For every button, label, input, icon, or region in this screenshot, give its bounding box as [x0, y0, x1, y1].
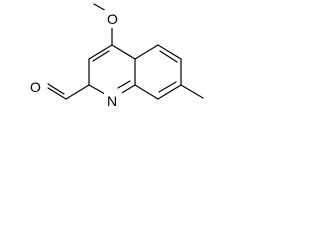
ring-nitrogen-label: N	[107, 93, 117, 109]
bond-aldehyde-carbon-oxygen	[47, 87, 67, 100]
bond-c7-methyl	[180, 84, 204, 99]
aldehyde-oxygen-label-background	[26, 78, 44, 96]
bond-aldehyde-carbon-oxygen-inner	[47, 83, 65, 95]
bond-n1-c8a-inner	[117, 80, 131, 89]
methoxy-oxygen-label: O	[107, 11, 118, 27]
bond-c2-aldehyde-carbon	[65, 84, 90, 100]
molecule-structure-diagram: O O N	[26, 3, 204, 110]
bond-c4-c3	[88, 44, 113, 60]
bond-c4-c3-inner	[92, 50, 110, 62]
ring-nitrogen-label-background	[104, 92, 122, 110]
methoxy-oxygen-label-background	[103, 10, 121, 28]
bond-c4a-c4	[111, 44, 136, 60]
bond-c5-c6-inner	[159, 50, 178, 63]
bond-c7-c8-inner	[158, 81, 177, 93]
aldehyde-oxygen-label: O	[30, 79, 41, 95]
bond-c7-c8	[157, 84, 182, 100]
bond-c2-n1	[88, 84, 106, 95]
bond-c4a-c5	[134, 44, 159, 60]
bond-c5-c6	[157, 44, 182, 60]
bond-n1-c8a	[119, 84, 136, 95]
bond-c8-c8a	[134, 84, 159, 100]
